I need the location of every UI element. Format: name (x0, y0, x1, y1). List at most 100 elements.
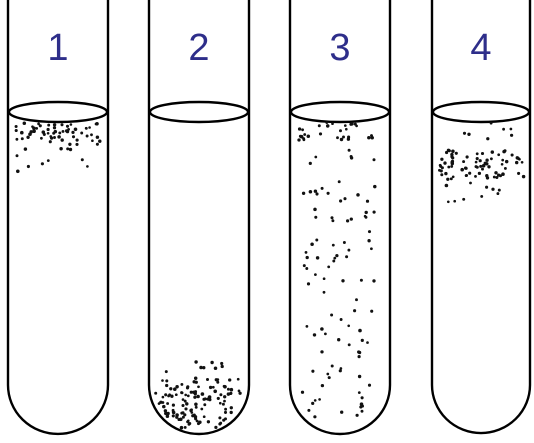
cell-dot (43, 133, 46, 136)
cell-dot (439, 164, 442, 167)
cell-dot (220, 362, 223, 365)
cell-dot (320, 327, 324, 331)
cell-dot (481, 152, 484, 155)
cell-dot (337, 338, 340, 341)
cell-dot (194, 360, 197, 363)
cell-dot (487, 165, 490, 168)
cell-dot (96, 143, 99, 146)
cell-dot (469, 182, 472, 185)
cell-dot (328, 376, 331, 379)
cell-dot (320, 350, 323, 353)
cell-dot (303, 133, 306, 136)
cell-dot (230, 388, 234, 392)
cell-dot (485, 174, 488, 177)
cell-dot (185, 402, 188, 405)
test-tube-1: 1 (8, 0, 108, 434)
cell-dot (353, 309, 356, 312)
cell-dot (24, 147, 27, 150)
cell-dot (440, 158, 443, 161)
cell-dot (313, 208, 317, 212)
cell-dot (181, 392, 184, 395)
cell-dot (350, 156, 353, 159)
cell-dot (491, 188, 494, 191)
cell-dot (358, 391, 361, 394)
cell-dot (490, 157, 493, 160)
cell-dot (510, 134, 513, 137)
cell-dot (47, 128, 50, 131)
cell-dot (194, 403, 198, 407)
cell-dot (181, 404, 184, 407)
cell-dot (186, 420, 189, 423)
cell-dot (486, 137, 489, 140)
cell-dot (208, 396, 211, 399)
cell-dot (331, 219, 334, 222)
cell-dot (359, 405, 362, 408)
cell-dot (350, 217, 353, 220)
cell-dot (467, 133, 470, 136)
cell-dot (502, 150, 506, 154)
cell-dot (70, 123, 73, 126)
cell-dot (166, 412, 169, 415)
cell-dot (327, 192, 330, 195)
test-tube-4: 4 (432, 0, 530, 433)
cell-dot (188, 423, 191, 426)
cell-dot (57, 135, 61, 139)
cell-dot (494, 171, 497, 174)
cell-dot (204, 397, 207, 400)
cell-dot (297, 138, 300, 141)
cell-dot (26, 136, 29, 139)
cell-dot (53, 123, 56, 126)
cell-dot (372, 279, 375, 282)
cell-dot (193, 396, 196, 399)
cell-dot (444, 172, 447, 175)
cell-dot (180, 426, 184, 430)
cell-dot (326, 373, 329, 376)
liquid-surface (433, 102, 529, 122)
cell-dot (330, 314, 333, 317)
cell-dot (365, 211, 368, 214)
cell-dot (53, 126, 56, 129)
cell-dot (314, 399, 317, 402)
cell-dot (440, 169, 443, 172)
test-tube-2: 2 (149, 0, 249, 434)
cell-dot (305, 267, 308, 270)
cell-dot (318, 398, 321, 401)
cell-dot (501, 163, 504, 166)
cell-dot (319, 132, 322, 135)
cell-dot (40, 137, 43, 140)
cell-dot (203, 415, 206, 418)
cell-dot (468, 172, 471, 175)
cell-dot (306, 325, 309, 328)
cell-dot (96, 135, 99, 138)
cell-dot (485, 186, 488, 189)
cell-dot (348, 343, 351, 346)
cell-dot (361, 410, 364, 413)
cell-dot (190, 411, 193, 414)
cell-dot (479, 159, 482, 162)
liquid-surface (150, 102, 248, 122)
cell-dot (203, 403, 206, 406)
cell-dot (162, 405, 166, 409)
cell-dot (172, 414, 175, 417)
cell-dot (62, 130, 65, 133)
cell-dot (474, 175, 477, 178)
cell-dot (59, 147, 62, 150)
cell-dot (366, 341, 369, 344)
cell-dot (195, 406, 198, 409)
cell-dot (309, 190, 313, 194)
cell-dot (222, 403, 225, 406)
cell-dot (195, 381, 198, 384)
liquid-surface (9, 102, 107, 122)
cell-dot (183, 413, 186, 416)
cell-dot (462, 160, 465, 163)
cell-dot (332, 244, 335, 247)
cell-dot (224, 408, 227, 411)
cell-dot (314, 189, 317, 192)
cell-dot (476, 166, 479, 169)
cell-dot (49, 140, 52, 143)
cell-dot (98, 139, 101, 142)
cell-dot (321, 384, 324, 387)
cell-dot (447, 149, 450, 152)
cell-dot (210, 361, 213, 364)
cell-dot (325, 121, 328, 124)
